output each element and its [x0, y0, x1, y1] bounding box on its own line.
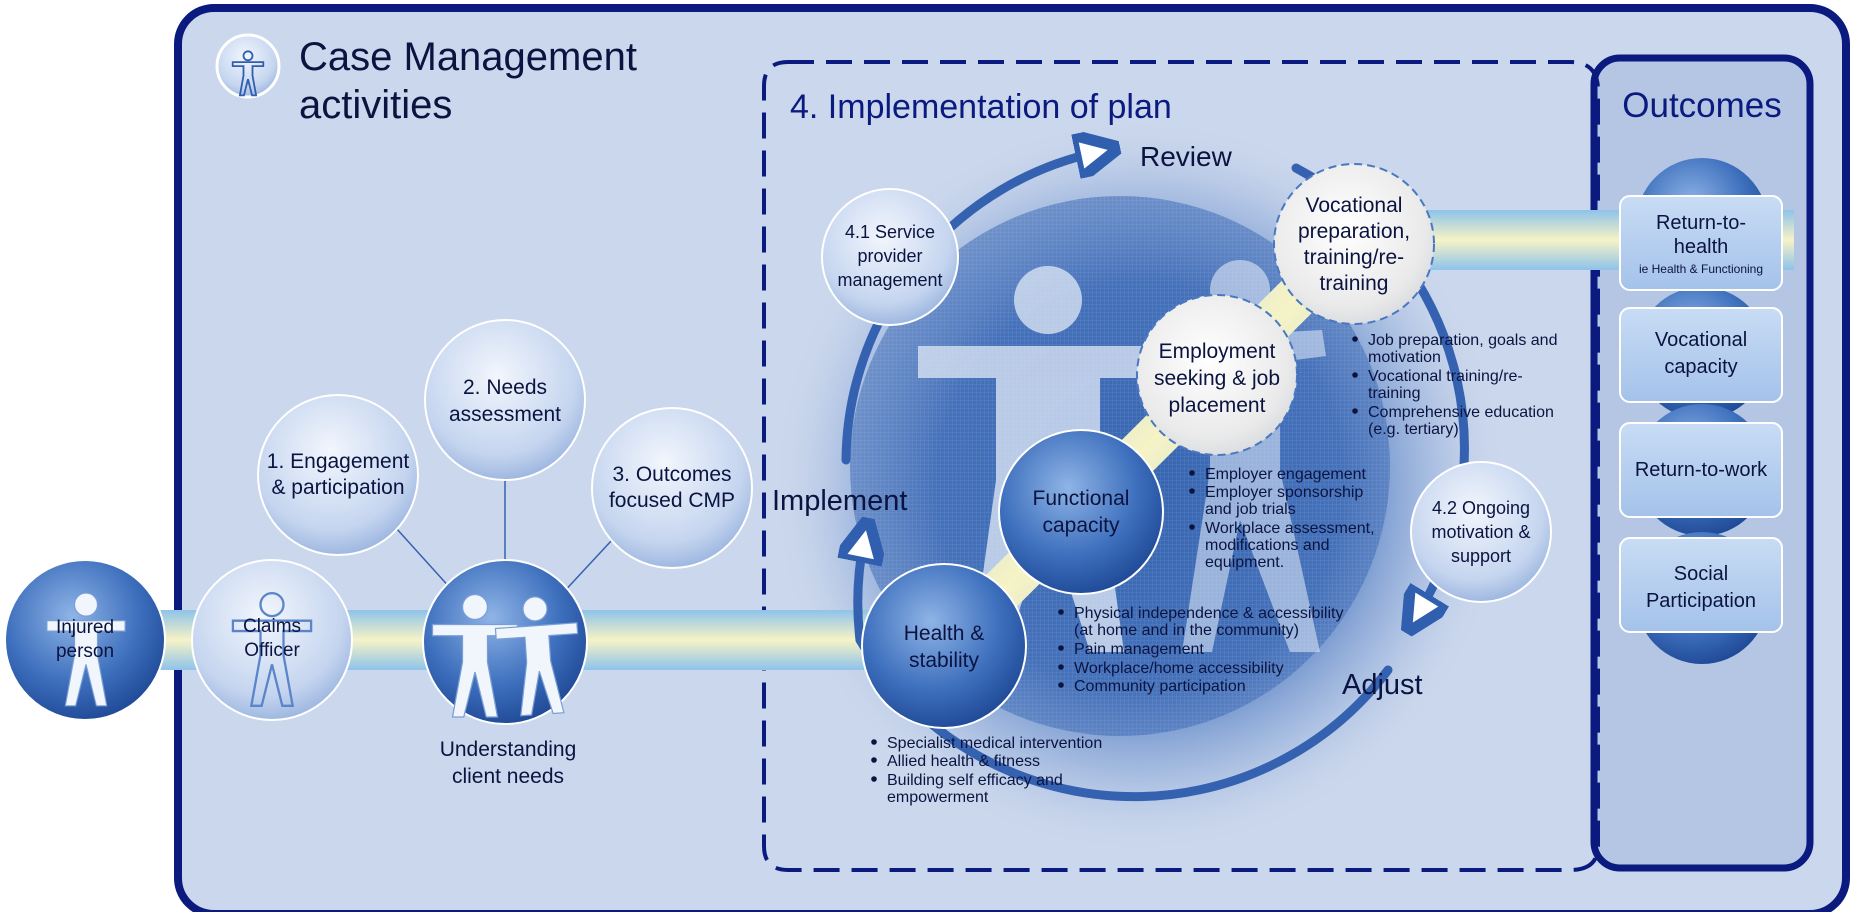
cycle-review-label: Review — [1140, 141, 1233, 172]
svg-text:Return-to-work: Return-to-work — [1635, 459, 1768, 481]
understanding-client-needs-node — [422, 559, 588, 725]
health-stability-label: Health &stability — [904, 622, 985, 672]
outcome-vocational-capacity — [1619, 307, 1783, 403]
outcomes-column: Return-to-health ie Health & Functioning… — [1619, 158, 1783, 664]
ongoing-motivation-node — [1410, 461, 1552, 603]
bullet-item: Comprehensive education(e.g. tertiary) — [1368, 404, 1554, 438]
functional-capacity-node — [998, 429, 1164, 595]
employment-bullets: Employer engagement Employer sponsorship… — [1189, 466, 1375, 571]
svg-text:Return-to-health: Return-to-health — [1656, 212, 1746, 258]
vocational-preparation-node — [1273, 163, 1435, 325]
step-outcomes-cmp-node — [591, 407, 753, 569]
employment-node — [1136, 294, 1298, 456]
outcome-return-to-health-sub: ie Health & Functioning — [1639, 262, 1763, 276]
bullet-item: Employer engagement — [1205, 466, 1367, 483]
cycle-adjust-label: Adjust — [1342, 669, 1423, 701]
bullet-item: Allied health & fitness — [887, 753, 1040, 770]
connector-lines — [395, 480, 613, 597]
health-bullets: Specialist medical intervention Allied h… — [871, 735, 1102, 806]
bullet-item: Pain management — [1074, 641, 1204, 658]
bullet-item: Physical independence & accessibility(at… — [1074, 605, 1343, 639]
step-engagement-label: 1. Engagement& participation — [267, 450, 410, 499]
step-engagement-node — [257, 394, 419, 556]
implementation-plan-panel — [762, 60, 1600, 872]
title-person-badge — [215, 33, 281, 99]
step-needs-node — [424, 319, 586, 481]
service-provider-node — [821, 188, 959, 326]
bullet-item: Specialist medical intervention — [887, 735, 1102, 752]
bullet-item: Community participation — [1074, 678, 1246, 695]
outcome-social-participation — [1619, 537, 1783, 633]
bullet-item: Workplace/home accessibility — [1074, 660, 1284, 677]
pathway-tube-diagonal — [922, 216, 1378, 670]
claims-officer-node — [191, 559, 353, 721]
bullet-item: Vocational training/re-training — [1368, 368, 1523, 402]
health-stability-node — [861, 563, 1027, 729]
outcome-return-to-work — [1619, 422, 1783, 518]
outcomes-title: Outcomes — [1622, 86, 1782, 125]
functional-bullets: Physical independence & accessibility(at… — [1058, 605, 1343, 695]
cycle-implement-label: Implement — [772, 485, 907, 517]
outcome-return-to-health — [1619, 195, 1783, 291]
